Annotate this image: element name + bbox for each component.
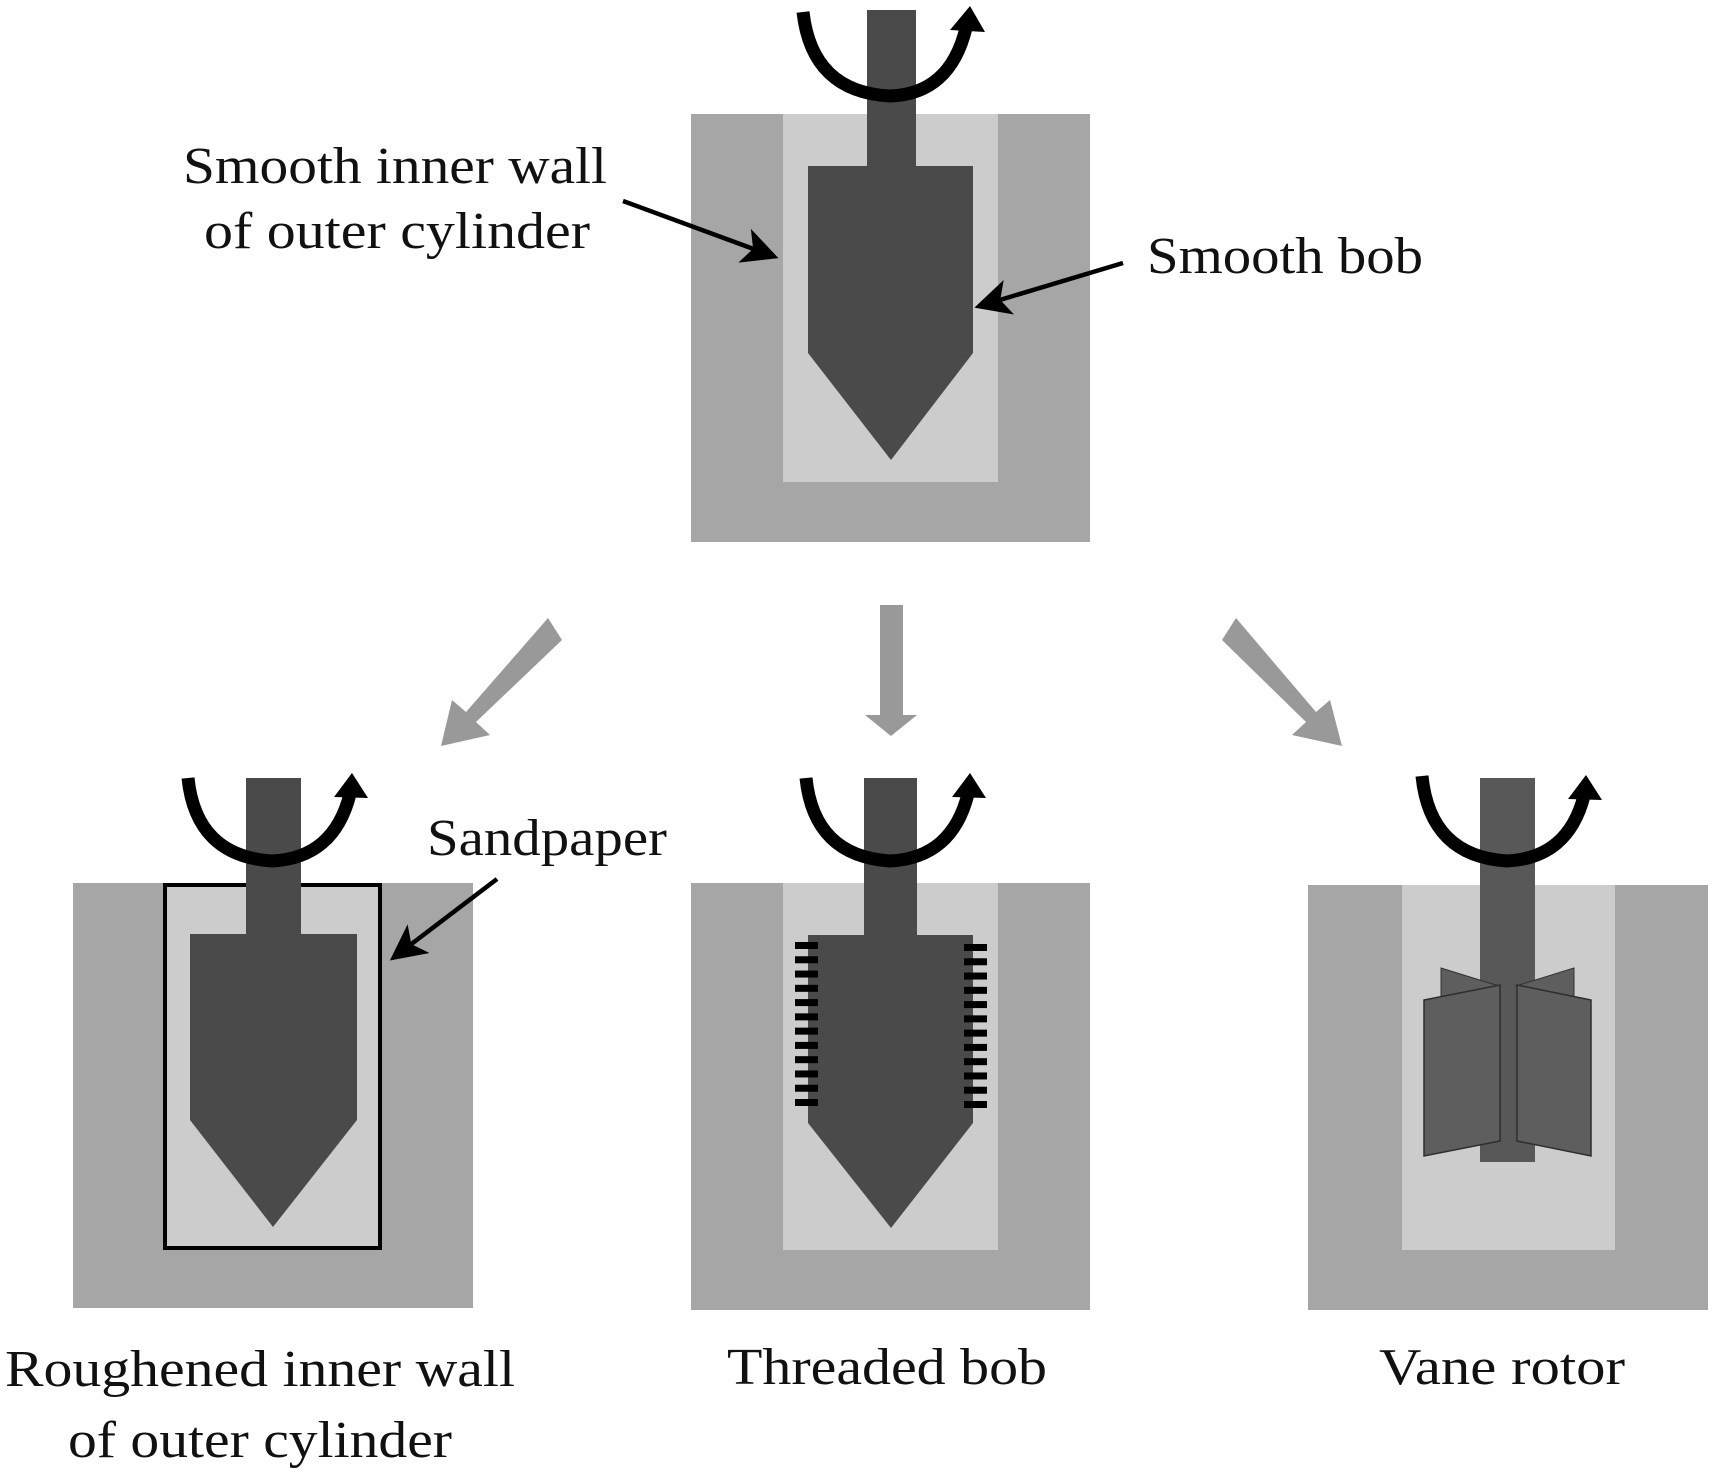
thread-tooth-right <box>964 1101 987 1108</box>
down-arrow-icon <box>865 605 917 736</box>
thread-tooth-left <box>795 1099 818 1106</box>
thread-tooth-right <box>964 972 987 980</box>
threaded-bob <box>808 935 973 1228</box>
thread-tooth-left <box>795 1056 818 1064</box>
top-smooth-geometry <box>691 6 1090 542</box>
thread-tooth-left <box>795 1041 818 1049</box>
panel-vane-rotor <box>1308 775 1708 1310</box>
vane-blade-left <box>1423 984 1501 1157</box>
thread-tooth-left <box>795 1027 818 1035</box>
thread-tooth-left <box>795 1084 818 1092</box>
rotation-arrow-icon <box>181 773 368 868</box>
down-left-arrow-icon <box>441 618 562 746</box>
thread-tooth-right <box>964 1086 987 1094</box>
pointer-arrow-inner-wall <box>622 198 779 263</box>
rotation-arrow-icon <box>796 6 985 103</box>
label-smooth-inner-wall-line2: of outer cylinder <box>204 203 590 260</box>
thread-tooth-right <box>964 1058 987 1066</box>
thread-tooth-left <box>795 956 818 964</box>
thread-tooth-right <box>964 1001 987 1009</box>
caption-threaded-bob: Threaded bob <box>727 1339 1047 1396</box>
smooth-bob <box>190 934 357 1227</box>
thread-tooth-right <box>964 958 987 966</box>
label-sandpaper: Sandpaper <box>427 810 667 867</box>
label-smooth-inner-wall-line1: Smooth inner wall <box>183 138 607 195</box>
label-smooth-bob: Smooth bob <box>1147 228 1423 285</box>
bob-threads <box>795 942 987 1108</box>
rotation-arrow-icon <box>799 773 986 868</box>
thread-tooth-left <box>795 984 818 992</box>
pointer-arrow-smooth-bob <box>974 260 1124 315</box>
vane-blade-right <box>1516 984 1592 1157</box>
thread-tooth-left <box>795 942 818 949</box>
thread-tooth-left <box>795 1013 818 1021</box>
thread-tooth-left <box>795 999 818 1007</box>
thread-tooth-right <box>964 944 987 951</box>
panel-threaded-bob <box>691 773 1090 1310</box>
thread-tooth-right <box>964 1043 987 1051</box>
thread-tooth-right <box>964 1015 987 1023</box>
rotation-arrow-icon <box>1415 775 1602 868</box>
thread-tooth-right <box>964 986 987 994</box>
caption-roughened-wall-line1: Roughened inner wall <box>5 1341 515 1398</box>
smooth-bob <box>808 166 973 460</box>
caption-roughened-wall-line2: of outer cylinder <box>68 1412 452 1469</box>
panel-roughened-wall <box>73 773 473 1308</box>
down-right-arrow-icon <box>1222 618 1342 746</box>
thread-tooth-left <box>795 1070 818 1078</box>
pointer-arrow-sandpaper <box>389 877 499 961</box>
thread-tooth-right <box>964 1029 987 1037</box>
thread-tooth-left <box>795 970 818 978</box>
caption-vane-rotor: Vane rotor <box>1379 1339 1625 1396</box>
thread-tooth-right <box>964 1072 987 1080</box>
